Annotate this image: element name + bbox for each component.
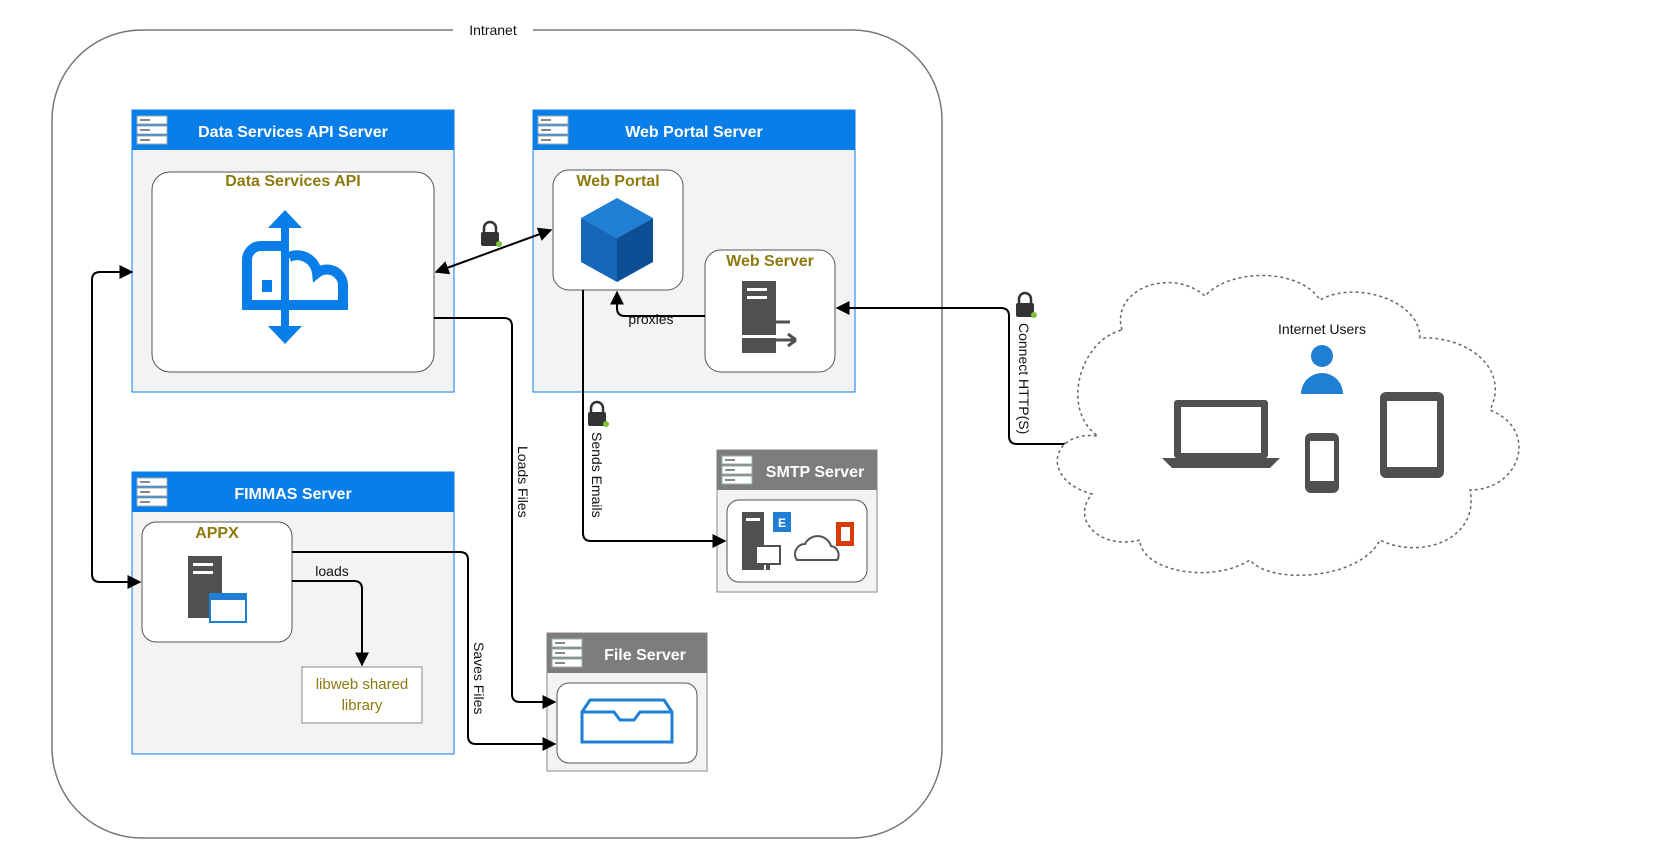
file-storage-component bbox=[556, 682, 698, 764]
fimmas-server: FIMMAS Server APPX libweb shared library bbox=[131, 471, 455, 755]
web-portal-title: Web Portal bbox=[576, 173, 659, 190]
edge-proxies bbox=[610, 290, 705, 317]
lock-icon bbox=[1014, 291, 1039, 320]
edge-loads-library bbox=[292, 580, 369, 667]
smartphone-icon bbox=[1305, 433, 1339, 493]
server-proxy-icon bbox=[742, 281, 797, 353]
smtp-server-title: SMTP Server bbox=[766, 464, 864, 481]
api-logo-icon bbox=[242, 210, 348, 344]
tablet-icon bbox=[1380, 392, 1444, 478]
web-portal-server: Web Portal Server Web Portal Web Server bbox=[532, 109, 856, 393]
loads-files-label: Loads Files bbox=[515, 446, 531, 518]
internet-users-label: Internet Users bbox=[1278, 321, 1366, 337]
edge-sends-emails bbox=[582, 290, 727, 548]
cube-icon bbox=[581, 198, 653, 282]
saves-files-label: Saves Files bbox=[471, 642, 487, 714]
server-rack-icon bbox=[537, 115, 569, 145]
edge-dataservices-fimmas bbox=[91, 265, 142, 589]
sends-emails-label: Sends Emails bbox=[589, 432, 605, 518]
data-services-api-title: Data Services API bbox=[225, 173, 360, 190]
server-rack-icon bbox=[136, 115, 168, 145]
library-label-line2: library bbox=[342, 697, 383, 714]
intranet-label: Intranet bbox=[469, 22, 517, 38]
svg-text:E: E bbox=[778, 516, 786, 530]
edge-connect-https bbox=[835, 301, 1138, 445]
server-rack-icon bbox=[551, 638, 583, 668]
fimmas-server-title: FIMMAS Server bbox=[234, 486, 351, 503]
data-services-api-component bbox=[151, 171, 435, 373]
edge-loads-files bbox=[434, 317, 557, 709]
connections: Loads Files Saves Files loads proxies Se… bbox=[91, 220, 1138, 751]
inbox-tray-icon bbox=[580, 698, 674, 744]
libweb-shared-library bbox=[301, 666, 423, 724]
smtp-server: SMTP Server E bbox=[716, 449, 878, 593]
proxies-label: proxies bbox=[628, 311, 673, 327]
data-services-api-server: Data Services API Server Data Services A… bbox=[131, 109, 455, 393]
server-rack-icon bbox=[721, 455, 753, 485]
server-rack-icon bbox=[136, 477, 168, 507]
data-services-server-title: Data Services API Server bbox=[198, 124, 388, 141]
server-window-icon bbox=[188, 556, 247, 623]
edge-saves-files bbox=[292, 551, 557, 751]
laptop-icon bbox=[1162, 400, 1280, 468]
user-icon bbox=[1301, 345, 1343, 394]
loads-label: loads bbox=[315, 563, 348, 579]
file-server-title: File Server bbox=[604, 647, 686, 664]
web-server-title: Web Server bbox=[726, 253, 814, 270]
file-server: File Server bbox=[546, 632, 708, 772]
appx-title: APPX bbox=[195, 525, 239, 542]
connect-https-label: Connect HTTP(S) bbox=[1016, 323, 1032, 434]
mail-server-icon: E bbox=[742, 512, 854, 570]
web-portal-server-title: Web Portal Server bbox=[625, 124, 763, 141]
internet-users-cloud: Internet Users bbox=[1056, 274, 1520, 576]
library-label-line1: libweb shared bbox=[316, 676, 409, 693]
edge-dataservices-webportal bbox=[434, 227, 553, 275]
